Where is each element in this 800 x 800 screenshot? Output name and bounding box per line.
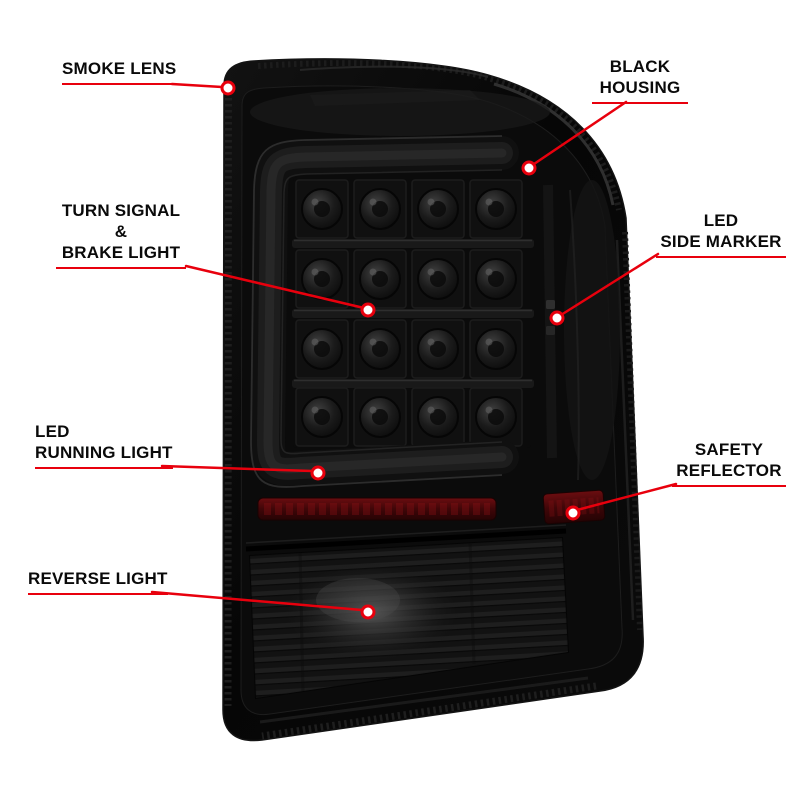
leader-lines	[150, 82, 678, 612]
led-grid	[292, 177, 534, 448]
label-led-side-marker: LED SIDE MARKER	[656, 210, 786, 258]
leader-line-led-side-marker	[559, 252, 660, 317]
marker-smoke-lens	[220, 80, 236, 96]
label-safety-reflector: SAFETY REFLECTOR	[672, 439, 786, 487]
leader-line-black-housing	[532, 100, 628, 166]
label-led-running-light: LED RUNNING LIGHT	[35, 421, 173, 469]
label-turn-signal-brake-light: TURN SIGNAL & BRAKE LIGHT	[56, 200, 186, 269]
label-reverse-light: REVERSE LIGHT	[28, 568, 168, 595]
leader-line-led-running-light	[160, 464, 314, 473]
marker-reverse-light	[360, 604, 376, 620]
light-bar	[250, 135, 519, 488]
reverse-light-lens	[245, 524, 570, 700]
running-light-reflector	[257, 497, 497, 521]
leader-line-reverse-light	[150, 590, 364, 612]
marker-black-housing	[521, 160, 537, 176]
marker-led-running-light	[310, 465, 326, 481]
leader-line-smoke-lens	[170, 82, 224, 89]
side-marker	[543, 184, 557, 459]
leader-line-safety-reflector	[575, 482, 678, 512]
marker-turn-signal-brake	[360, 302, 376, 318]
callout-markers	[220, 80, 581, 620]
marker-led-side-marker	[549, 310, 565, 326]
label-black-housing: BLACK HOUSING	[592, 56, 688, 104]
marker-safety-reflector	[565, 505, 581, 521]
leader-line-turn-signal-brake	[184, 264, 366, 310]
label-smoke-lens: SMOKE LENS	[62, 58, 177, 85]
